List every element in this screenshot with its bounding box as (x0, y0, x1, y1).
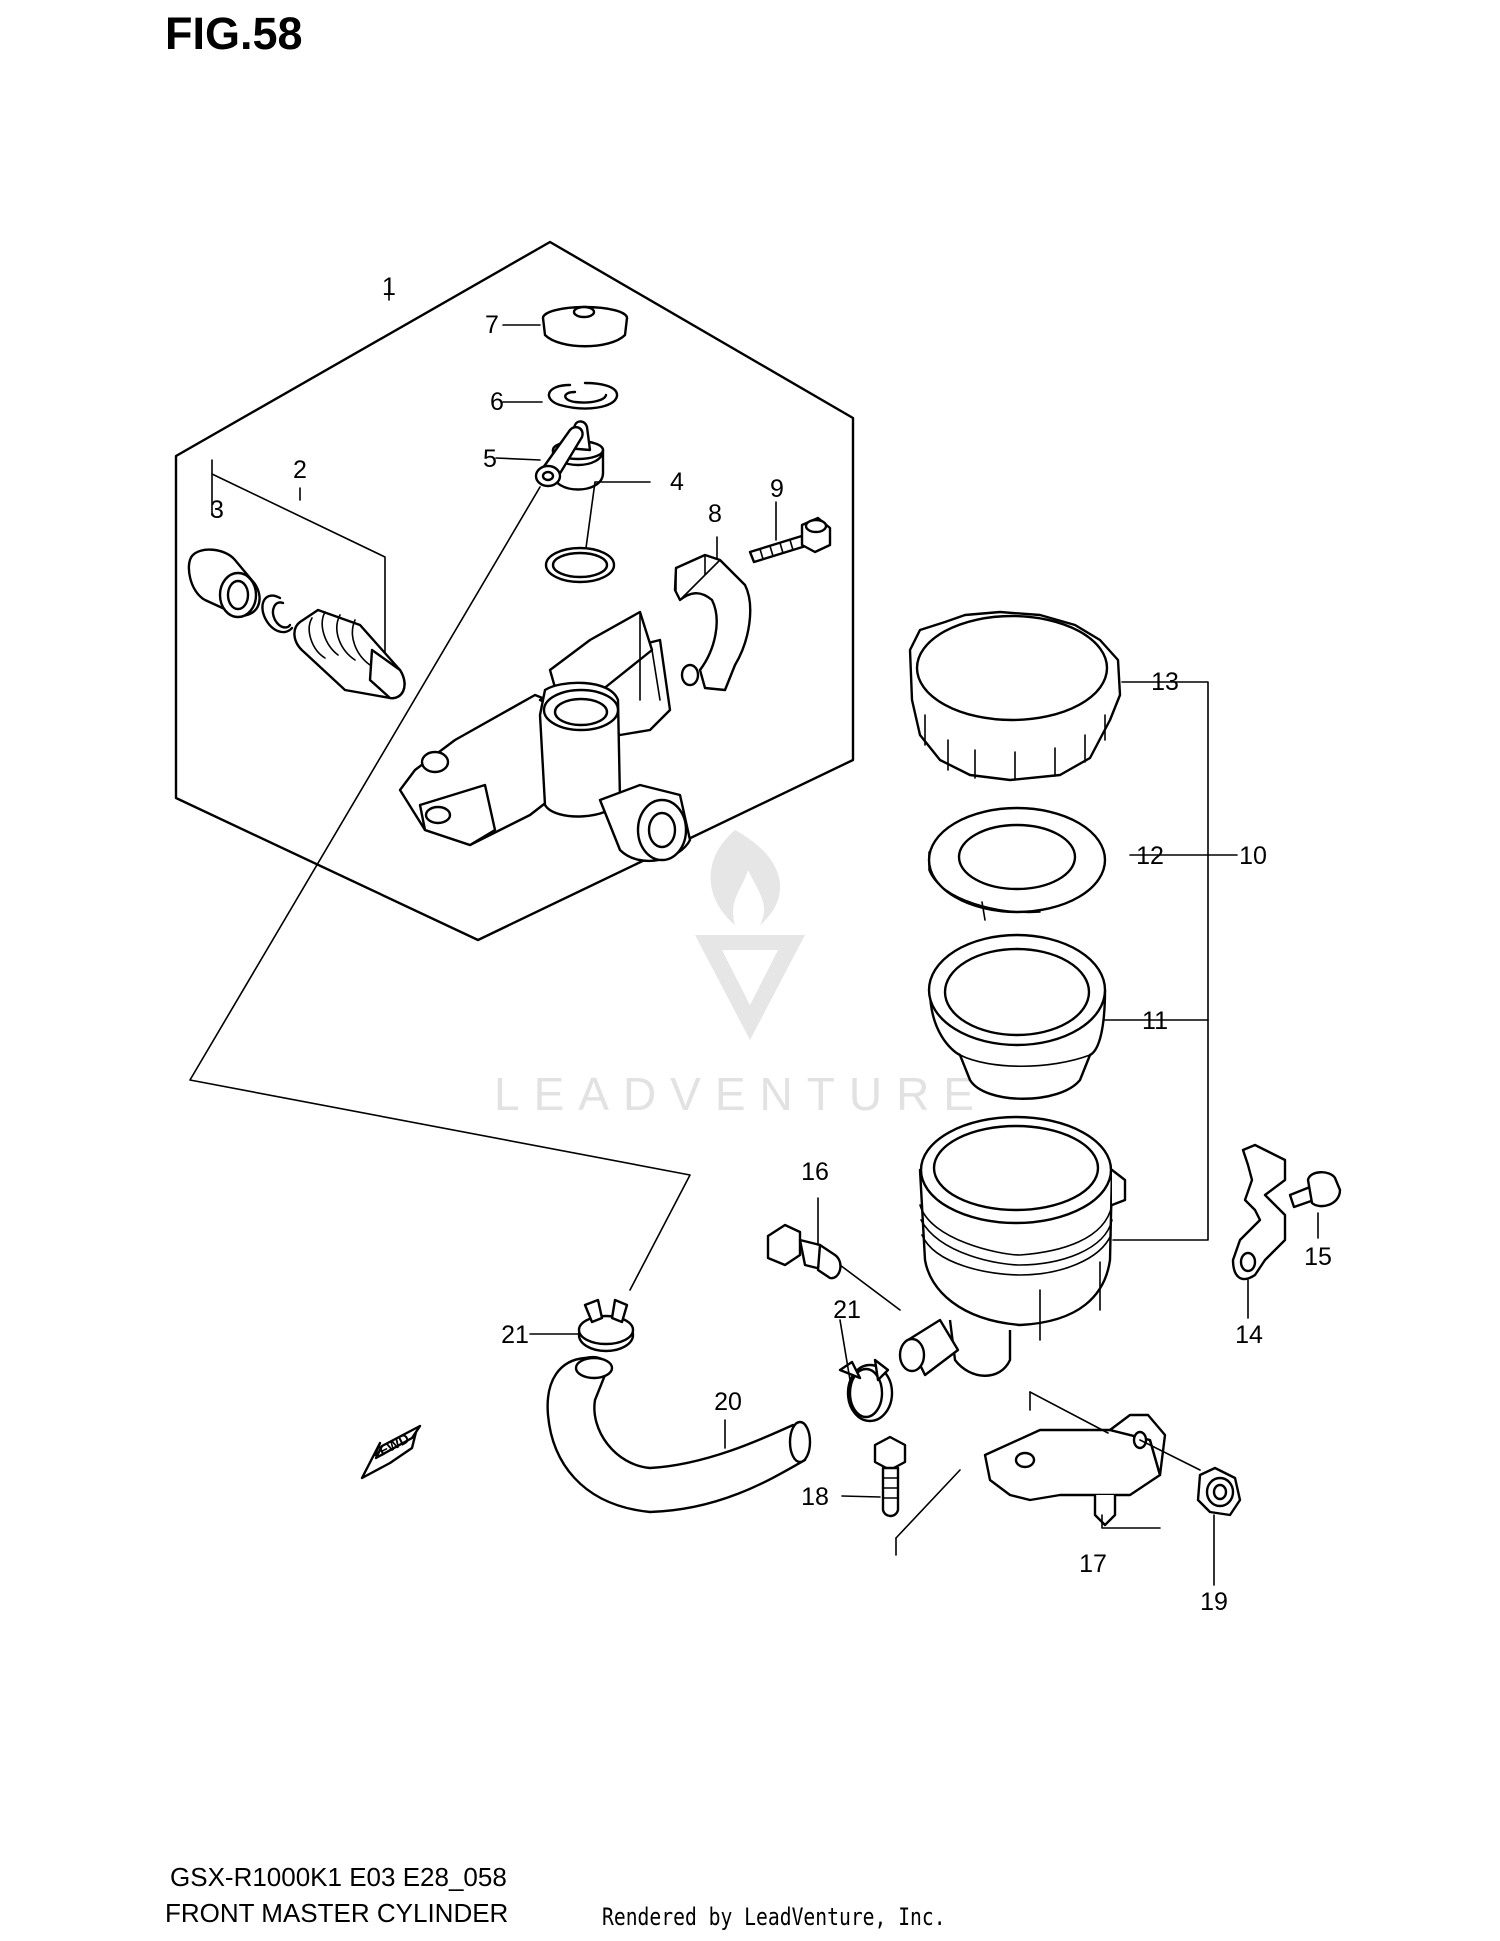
callout-12: 12 (1136, 842, 1164, 870)
leadventure-watermark: LEADVENTURE (494, 830, 988, 1120)
part-6-circlip (547, 381, 619, 410)
watermark-text: LEADVENTURE (494, 1068, 988, 1120)
callout-20: 20 (714, 1388, 742, 1416)
part-17-reservoir-bracket (983, 1413, 1167, 1527)
callout-7: 7 (485, 311, 499, 339)
callout-4: 4 (670, 468, 684, 496)
master-cylinder-body (398, 610, 692, 863)
callout-1: 1 (382, 273, 396, 301)
master-cylinder-kit-boundary (174, 240, 855, 942)
part-3-boot (187, 548, 261, 619)
callout-9: 9 (770, 475, 784, 503)
callout-21-upper: 21 (501, 1321, 529, 1349)
part-20-hose (546, 1356, 812, 1514)
callout-13: 13 (1151, 668, 1179, 696)
callout-11: 11 (1142, 1007, 1168, 1035)
part-16-bolt (766, 1223, 842, 1280)
callout-18: 18 (801, 1483, 829, 1511)
part-21-hose-clamp-upper (577, 1298, 635, 1353)
part-14-bracket (1231, 1143, 1287, 1281)
callout-6: 6 (490, 388, 504, 416)
leader-lines (189, 282, 1319, 1586)
part-18-bolt (873, 1435, 907, 1518)
render-credit: Rendered by LeadVenture, Inc. (602, 1903, 946, 1931)
part-11-diaphragm (927, 933, 1107, 1100)
part-15-screw (1288, 1171, 1342, 1209)
callout-21-lower: 21 (833, 1296, 861, 1324)
part-19-nut (1196, 1466, 1242, 1517)
callout-2: 2 (293, 456, 307, 484)
callout-15: 15 (1304, 1243, 1332, 1271)
part-9-bolt (748, 516, 832, 564)
callout-8: 8 (708, 500, 722, 528)
diagram-code: GSX-R1000K1 E03 E28_058 (170, 1862, 507, 1892)
callout-17: 17 (1079, 1550, 1107, 1578)
part-4-o-ring (544, 546, 616, 584)
part-13-reservoir-cap (908, 610, 1122, 782)
part-5-hose-fitting (534, 420, 605, 491)
callout-19: 19 (1200, 1588, 1228, 1616)
callout-5: 5 (483, 445, 497, 473)
figure-title: FIG.58 (165, 8, 303, 59)
part-7-cap (541, 305, 629, 348)
part-12-seal-ring (927, 806, 1107, 921)
part-2-piston-circlip (261, 594, 294, 634)
fwd-direction-arrow: FWD (360, 1424, 422, 1480)
part-2-piston (293, 608, 406, 700)
piston-set-bracket (211, 459, 386, 698)
callout-16: 16 (801, 1158, 829, 1186)
callout-10: 10 (1239, 842, 1267, 870)
part-10-reservoir-body (898, 1115, 1127, 1377)
part-8-clamp (673, 553, 752, 692)
callout-3: 3 (210, 496, 224, 524)
callout-14: 14 (1235, 1321, 1263, 1349)
part-21-hose-clamp-lower (838, 1358, 894, 1423)
diagram-name: FRONT MASTER CYLINDER (165, 1898, 509, 1928)
